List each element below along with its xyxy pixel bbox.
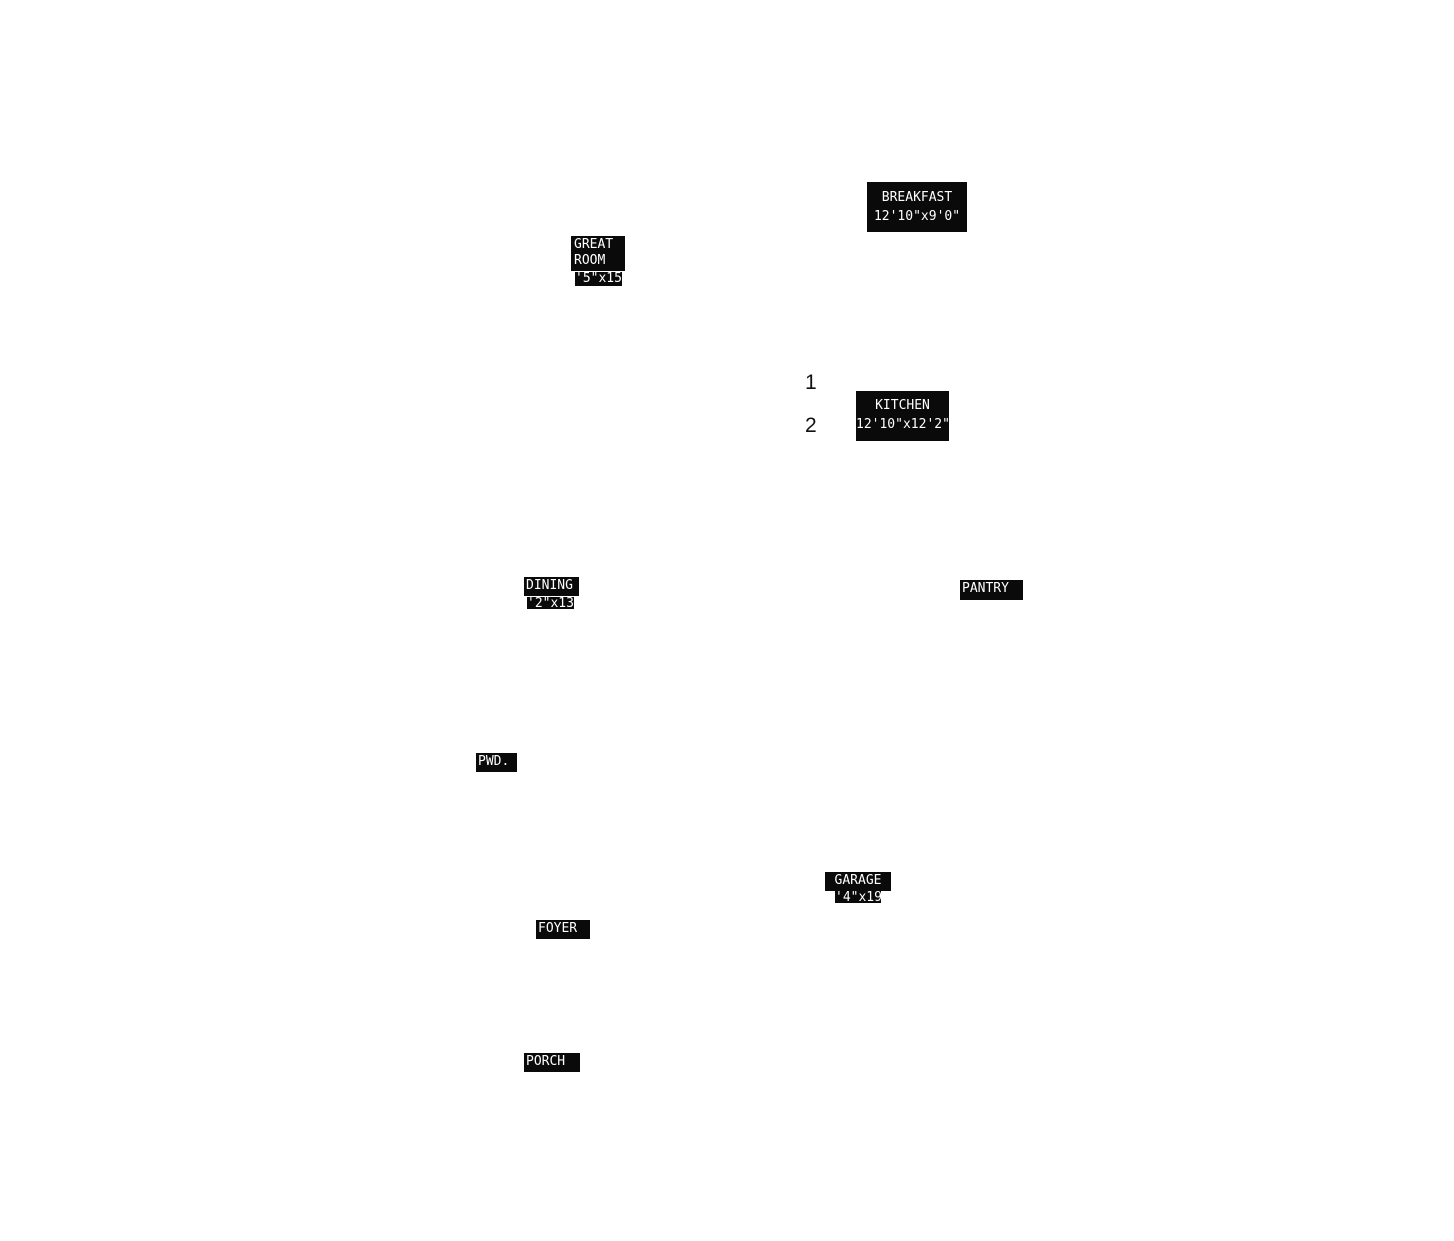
- marker-number-2: 2: [805, 414, 817, 437]
- room-name-line1: GREAT: [574, 237, 614, 252]
- room-dimensions-garage: '4"x19': [835, 891, 881, 903]
- room-label-great-room: GREAT ROOM: [571, 236, 625, 271]
- room-label-garage: GARAGE: [825, 872, 891, 891]
- room-name: PWD.: [478, 754, 510, 769]
- room-label-powder-room: PWD.: [476, 753, 517, 772]
- room-name: FOYER: [538, 921, 578, 936]
- marker-number-1: 1: [805, 371, 817, 394]
- room-name: PORCH: [526, 1054, 566, 1069]
- room-label-dining: DINING: [524, 577, 579, 596]
- room-label-porch: PORCH: [524, 1053, 580, 1072]
- room-name: DINING: [526, 578, 573, 593]
- room-label-foyer: FOYER: [536, 920, 590, 939]
- room-label-breakfast: BREAKFAST 12'10"x9'0": [867, 182, 967, 232]
- room-dimensions-dining: '2"x13': [527, 597, 574, 609]
- room-name: PANTRY: [962, 581, 1009, 596]
- room-name: BREAKFAST: [881, 190, 953, 205]
- room-name: GARAGE: [834, 873, 882, 888]
- room-label-kitchen: KITCHEN 12'10"x12'2": [856, 391, 950, 441]
- room-dimensions: 12'10"x9'0": [873, 209, 961, 224]
- room-label-pantry: PANTRY: [960, 580, 1023, 600]
- room-name: KITCHEN: [875, 398, 930, 413]
- room-name-line2: ROOM: [574, 253, 606, 268]
- room-dimensions: 12'10"x12'2": [856, 417, 950, 432]
- room-dimensions-great-room: '5"x15'9: [575, 272, 622, 286]
